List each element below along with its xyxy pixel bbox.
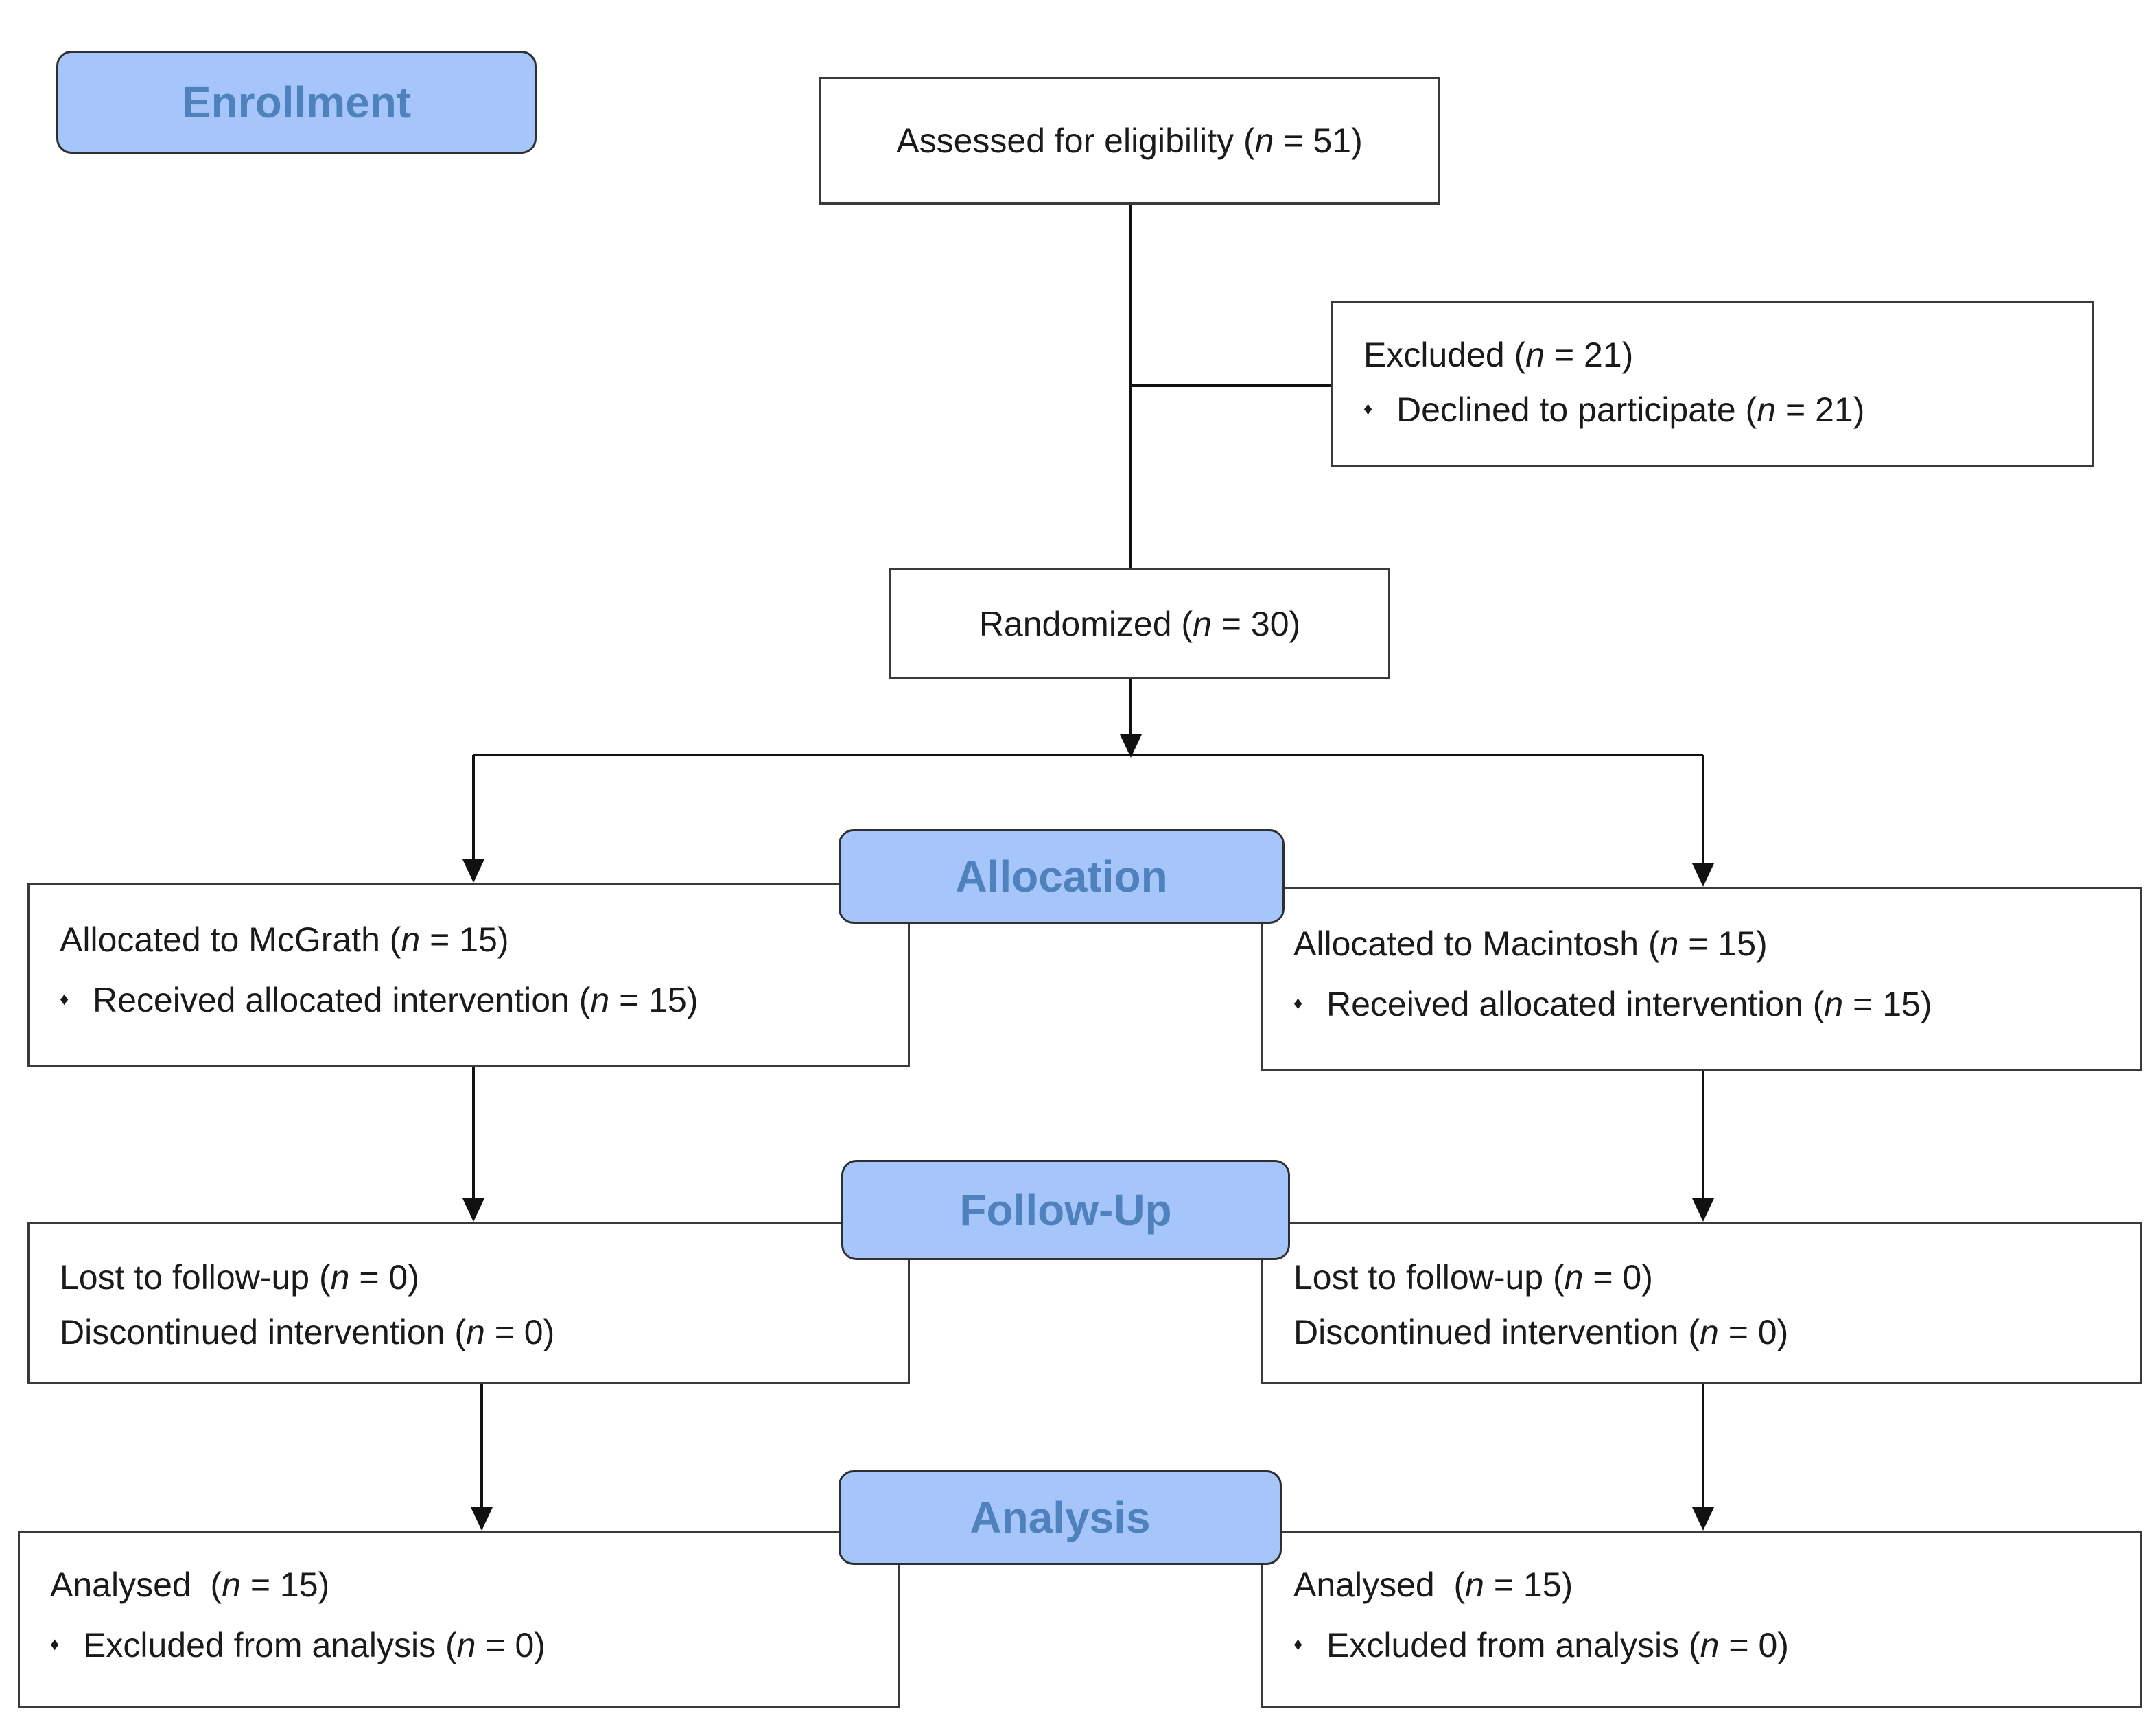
right-allocated-text: Allocated to Macintosh (n = 15) — [1293, 925, 1768, 963]
randomized-text: Randomized (n = 30) — [979, 605, 1301, 643]
right-followup-box: Lost to follow-up (n = 0) Discontinued i… — [1261, 1222, 2142, 1384]
bullet-icon: ♦ — [60, 988, 69, 1009]
stage-enrollment-label: Enrollment — [181, 78, 412, 127]
eligibility-box: Assessed for eligibility (n = 51) — [819, 77, 1440, 205]
left-allocation-box: Allocated to McGrath (n = 15) ♦Received … — [27, 883, 910, 1067]
stage-enrollment: Enrollment — [56, 51, 537, 154]
right-analysis-box: Analysed (n = 15) ♦Excluded from analysi… — [1261, 1531, 2142, 1708]
excluded-item-declined: ♦Declined to participate (n = 21) — [1363, 382, 2092, 440]
excluded-box: Excluded (n = 21) ♦Declined to participa… — [1331, 301, 2094, 467]
stage-allocation-label: Allocation — [955, 852, 1168, 901]
left-analysis-box: Analysed (n = 15) ♦Excluded from analysi… — [18, 1531, 900, 1708]
right-analysis-arrowhead — [1692, 1507, 1714, 1531]
left-excluded-analysis-text: ♦Excluded from analysis (n = 0) — [50, 1618, 898, 1675]
right-followup-arrowhead — [1692, 1198, 1714, 1222]
left-lost-text: Lost to follow-up (n = 0) — [60, 1258, 419, 1297]
excluded-header: Excluded (n = 21) — [1363, 336, 1634, 374]
left-allocated-text: Allocated to McGrath (n = 15) — [60, 920, 509, 959]
left-received-text: ♦Received allocated intervention (n = 15… — [60, 973, 908, 1030]
left-discontinued-text: Discontinued intervention (n = 0) — [60, 1313, 555, 1351]
right-discontinued-text: Discontinued intervention (n = 0) — [1293, 1313, 1789, 1351]
right-allocation-box: Allocated to Macintosh (n = 15) ♦Receive… — [1261, 887, 2142, 1071]
stage-analysis: Analysis — [839, 1470, 1282, 1565]
stage-allocation: Allocation — [839, 829, 1285, 924]
right-lost-text: Lost to follow-up (n = 0) — [1293, 1258, 1653, 1297]
right-allocation-arrowhead — [1692, 863, 1714, 887]
stage-analysis-label: Analysis — [970, 1493, 1151, 1542]
randomized-box: Randomized (n = 30) — [889, 568, 1390, 679]
right-received-text: ♦Received allocated intervention (n = 15… — [1293, 977, 2140, 1034]
stage-follow-up-label: Follow-Up — [959, 1185, 1172, 1235]
stage-follow-up: Follow-Up — [841, 1160, 1290, 1260]
right-analysed-text: Analysed (n = 15) — [1293, 1566, 1573, 1604]
left-followup-box: Lost to follow-up (n = 0) Discontinued i… — [27, 1222, 910, 1384]
bullet-icon: ♦ — [1363, 397, 1373, 419]
eligibility-text: Assessed for eligibility (n = 51) — [896, 121, 1363, 160]
left-followup-arrowhead — [462, 1198, 484, 1222]
bullet-icon: ♦ — [50, 1633, 60, 1654]
left-allocation-arrowhead — [462, 859, 484, 883]
left-analysed-text: Analysed (n = 15) — [50, 1566, 330, 1604]
left-analysis-arrowhead — [471, 1507, 493, 1531]
bullet-icon: ♦ — [1293, 992, 1303, 1013]
right-excluded-analysis-text: ♦Excluded from analysis (n = 0) — [1293, 1618, 2140, 1675]
bullet-icon: ♦ — [1293, 1633, 1303, 1654]
randomized-arrowhead — [1120, 734, 1142, 758]
